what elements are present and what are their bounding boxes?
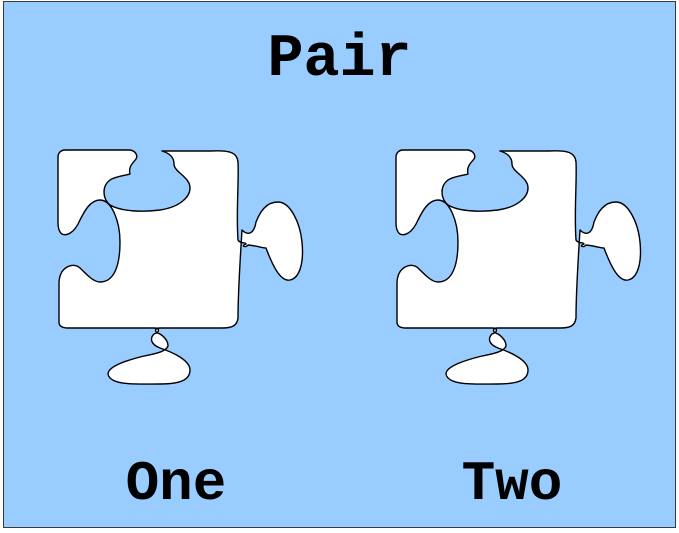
page-title: Pair — [4, 25, 675, 95]
puzzle-piece-icon — [50, 142, 310, 392]
slide-canvas: Pair One Two — [3, 1, 676, 528]
piece-label-one: One — [76, 452, 276, 516]
puzzle-piece-icon — [388, 142, 648, 392]
piece-label-two: Two — [412, 452, 612, 516]
